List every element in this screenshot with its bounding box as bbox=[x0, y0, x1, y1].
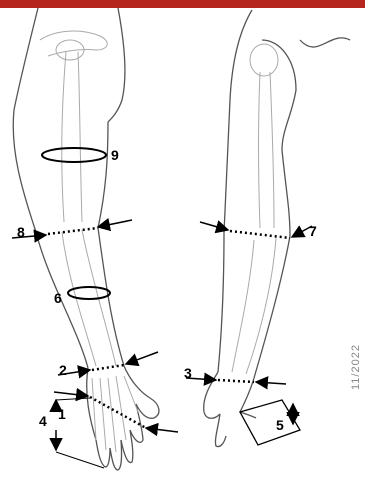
label-4: 4 bbox=[39, 414, 47, 428]
label-2: 2 bbox=[59, 363, 67, 377]
label-3: 3 bbox=[184, 366, 192, 380]
label-6: 6 bbox=[54, 291, 62, 305]
measure-line-7 bbox=[200, 222, 312, 238]
side-arm-bones bbox=[232, 44, 278, 374]
measure-box-5 bbox=[240, 400, 300, 445]
label-1: 1 bbox=[58, 407, 66, 421]
label-7: 7 bbox=[309, 224, 317, 238]
measure-ring-9 bbox=[42, 148, 106, 162]
label-5: 5 bbox=[276, 418, 284, 432]
measure-line-2 bbox=[58, 352, 158, 375]
side-arm-outline bbox=[204, 10, 350, 447]
measure-line-3 bbox=[186, 378, 286, 384]
measure-line-8 bbox=[12, 220, 132, 238]
label-9: 9 bbox=[111, 148, 119, 162]
side-caption: 11/2022 bbox=[350, 344, 362, 390]
front-arm-outline bbox=[13, 8, 159, 470]
label-8: 8 bbox=[17, 225, 25, 239]
